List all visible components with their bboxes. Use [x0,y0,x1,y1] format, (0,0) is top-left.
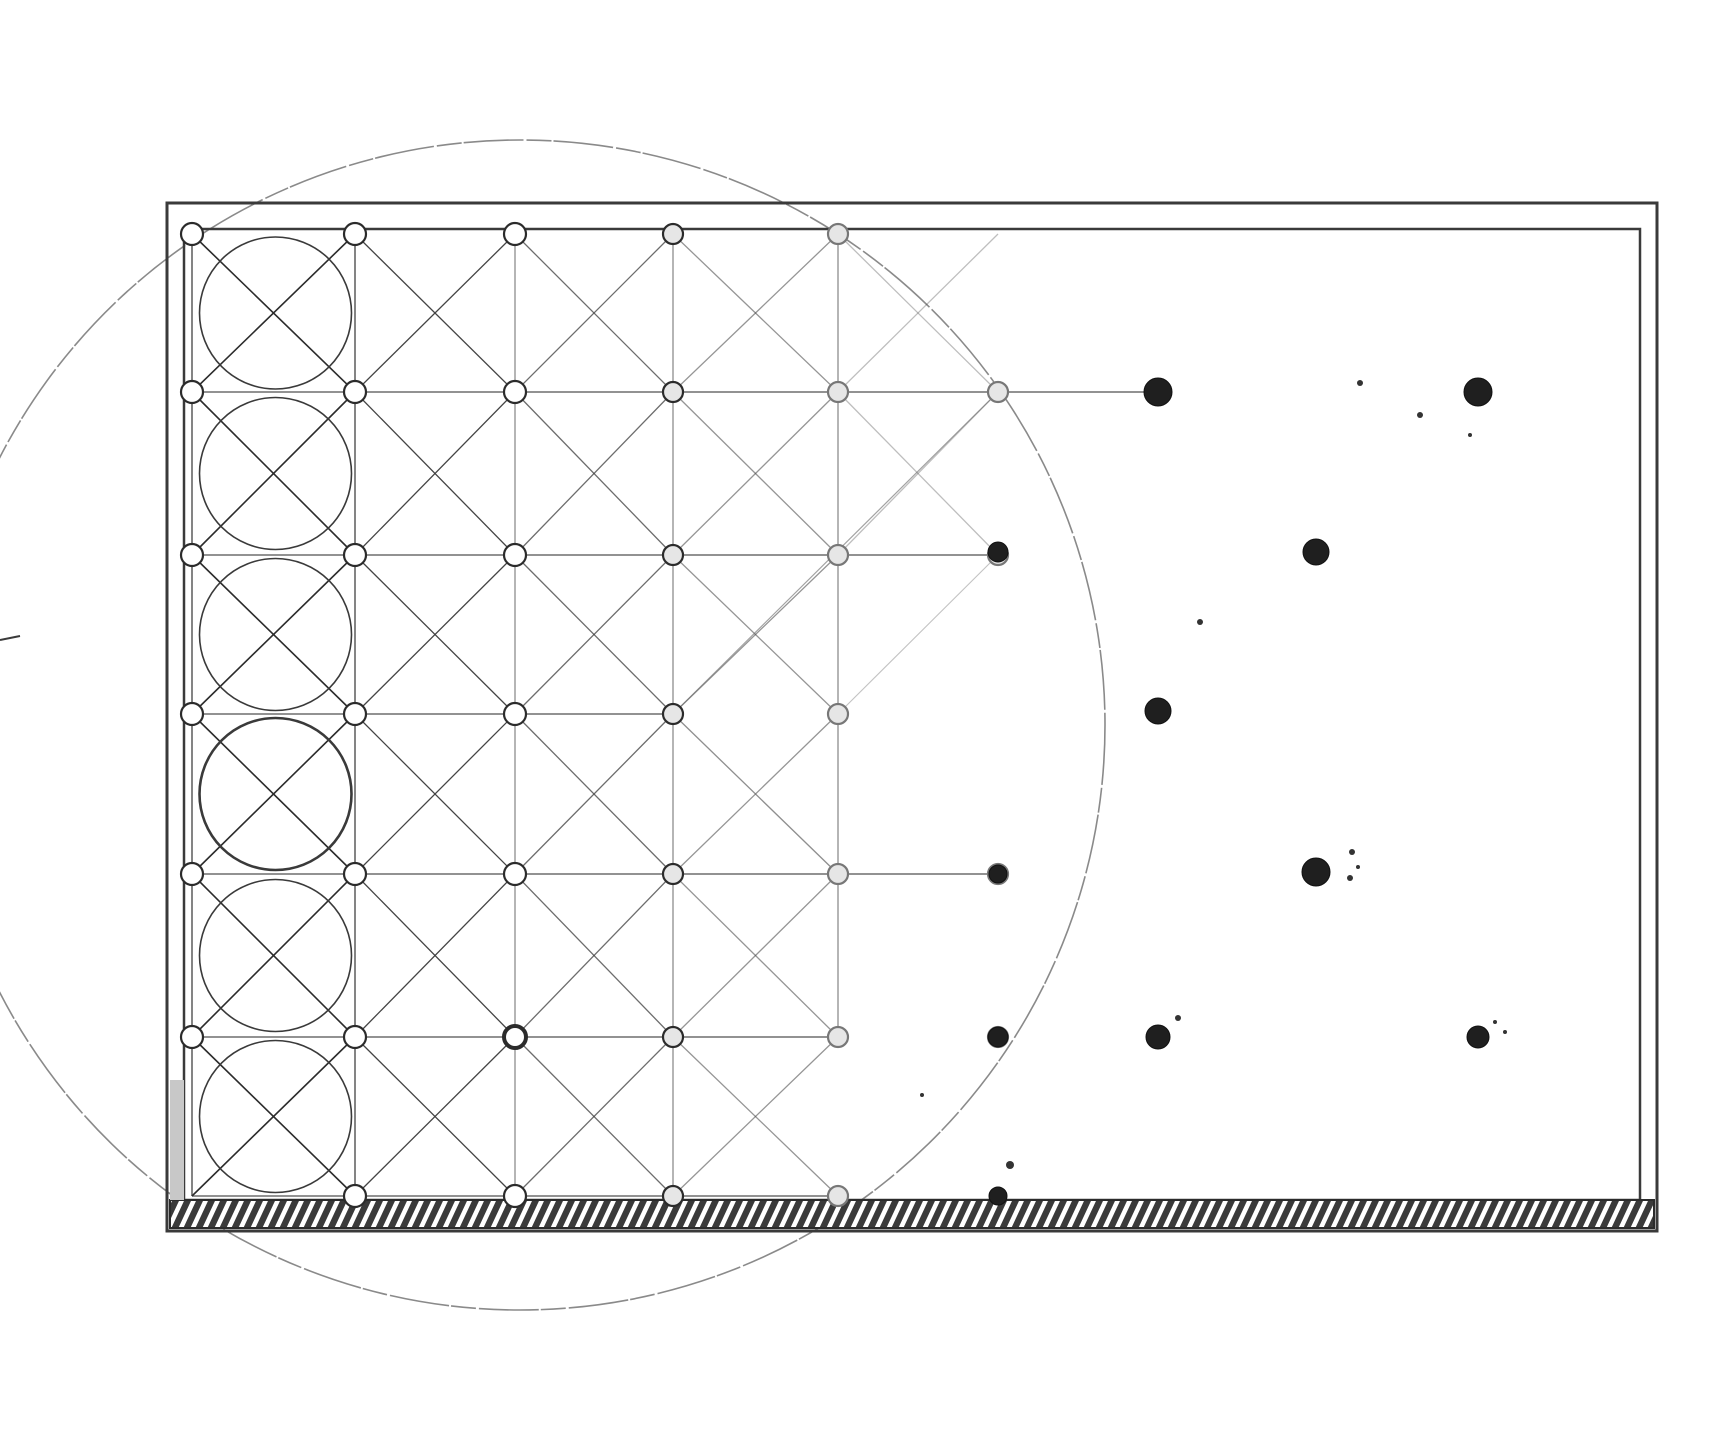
ink-speckle [1357,380,1363,386]
diagonal-line [837,554,999,715]
cell-circle [198,557,353,712]
lattice-node [179,379,205,405]
ink-blot [987,1026,1009,1048]
cell-circle [198,1039,353,1194]
lattice-node [179,861,205,887]
ink-blot [1463,377,1493,407]
lattice-node [502,1183,528,1209]
cell-circle [198,236,353,390]
lattice-node [826,702,850,726]
diagonal-line [354,554,516,715]
lattice-node [179,701,205,727]
cell-circle [198,396,353,551]
lattice-node [826,543,850,567]
lattice-node [661,702,685,726]
lattice-node [661,380,685,404]
diagonal-line [354,873,516,1038]
diagonal-line [837,233,999,393]
ink-blots [920,377,1507,1206]
diagonal-line [837,391,999,556]
cell-circle [198,716,353,872]
lattice-node [342,379,368,405]
lattice-node [826,862,850,886]
diagonal-line [672,713,839,875]
diagonal-line [672,1036,839,1197]
ink-blot [1144,697,1172,725]
ink-blot [1466,1025,1490,1049]
diagonal-line [191,554,356,715]
diagonal-line [354,713,516,875]
lattice-node [179,1024,205,1050]
ink-speckle [1503,1030,1507,1034]
ink-blot [1143,377,1173,407]
hatched-floor-strip [169,1199,1655,1229]
lattice-nodes [179,221,1010,1209]
lattice-node [826,1184,850,1208]
lattice-node [502,861,528,887]
lattice-node [502,542,528,568]
lattice-node [342,542,368,568]
diagonal-line [672,873,839,1038]
lattice-node [179,542,205,568]
lattice-node [661,1025,685,1049]
diagonal-line [672,713,839,875]
diagonal-line [191,1036,356,1197]
left-hatched-edge [170,1080,184,1200]
ink-speckle [1417,412,1423,418]
diagonal-line [191,233,356,393]
diagonal-line [514,713,674,875]
diagonal-line [354,233,516,393]
ink-blot [988,864,1008,884]
ink-speckle [1197,619,1203,625]
margin-tick [0,635,21,641]
diagonal-line [514,873,674,1038]
diagonal-line [514,554,674,715]
lattice-node [342,1183,368,1209]
lattice-node [826,222,850,246]
lattice-node [502,701,528,727]
ink-speckle [1175,1015,1181,1021]
ink-blot [988,1186,1008,1206]
ink-speckle [1468,433,1472,437]
outer-frame [165,201,1659,1233]
lattice-node [661,222,685,246]
lattice-node [342,861,368,887]
cell-circle [198,878,353,1033]
lattice-node [342,1024,368,1050]
lattice-node [826,380,850,404]
ink-speckle [1493,1020,1497,1024]
lattice-node [661,543,685,567]
lattice-node [179,221,205,247]
ink-blot [1301,857,1331,887]
ink-speckle [1006,1161,1014,1169]
lattice-node [502,1024,528,1050]
ink-speckle [1347,875,1353,881]
ink-blot [987,541,1009,563]
ink-speckle [1349,849,1355,855]
lattice-node [986,380,1010,404]
lattice-node [342,221,368,247]
lattice-node [661,862,685,886]
ink-speckle [920,1093,924,1097]
diagonal-line [354,1036,516,1197]
ink-blot [1145,1024,1171,1050]
diagonal-line [514,391,674,556]
lattice-node [342,701,368,727]
lattice-node [661,1184,685,1208]
lattice-node [502,379,528,405]
ink-speckle [1356,865,1360,869]
diagonal-line [514,233,674,393]
diagonal-line [837,233,999,393]
large-arc [0,139,1106,1311]
cell-circles [198,236,353,1194]
diagonal-line [354,391,516,556]
lattice-node [502,221,528,247]
lattice-node [826,1025,850,1049]
ink-blot [1302,538,1330,566]
diagonal-line [514,1036,674,1197]
diagonal-line [672,233,839,393]
diagonal-line [672,391,839,556]
